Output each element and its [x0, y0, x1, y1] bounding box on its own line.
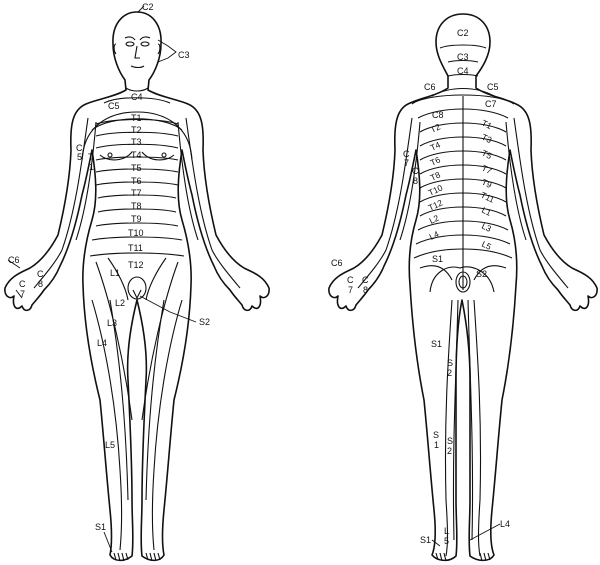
- front-label-t6: T6: [131, 176, 142, 186]
- back-label-l4: L4: [428, 229, 441, 242]
- front-face: [113, 36, 161, 69]
- back-label-l2: L2: [428, 213, 441, 226]
- front-label-t12: T12: [128, 260, 144, 270]
- front-label-l5: L5: [105, 440, 115, 450]
- back-label-s1-calf-bot: 1: [434, 440, 439, 450]
- back-label-l5: L5: [480, 239, 493, 252]
- back-label-s2: S2: [476, 269, 487, 279]
- front-label-t8: T8: [131, 201, 142, 211]
- back-figure: [328, 13, 598, 562]
- back-label-c7-arm-top: C: [403, 149, 410, 159]
- front-body-outline: [4, 11, 270, 562]
- front-label-l2: L2: [115, 298, 125, 308]
- front-label-s1: S1: [95, 522, 106, 532]
- back-label-s1-foot: S1: [420, 535, 431, 545]
- front-label-c6: C6: [8, 255, 20, 265]
- back-label-c3: C3: [457, 52, 469, 62]
- back-label-s1: S1: [432, 254, 443, 264]
- back-label-c6-hand: C6: [331, 258, 343, 268]
- front-label-t11: T11: [128, 243, 143, 253]
- front-label-t3: T3: [131, 137, 142, 147]
- front-label-t1: T1: [131, 113, 142, 123]
- front-label-s2: S2: [199, 317, 210, 327]
- back-label-c7-hand-top: C: [347, 275, 354, 285]
- front-label-c7-top: C: [19, 279, 26, 289]
- back-label-l3: L3: [480, 221, 493, 234]
- front-label-c5: C5: [108, 101, 120, 111]
- back-label-t1: T1: [480, 118, 493, 131]
- front-label-c2: C2: [142, 2, 154, 12]
- back-label-s2-leg-bot: 2: [447, 368, 452, 378]
- back-label-c8-arm-top: C: [412, 166, 419, 176]
- front-label-t9: T9: [131, 214, 142, 224]
- back-label-s2-calf-top: S: [447, 436, 453, 446]
- back-label-c2: C2: [457, 28, 469, 38]
- front-label-t10: T10: [128, 228, 144, 238]
- back-label-c6: C6: [424, 82, 436, 92]
- back-label-l1: L1: [480, 205, 493, 218]
- front-label-t2: T2: [131, 125, 142, 135]
- back-label-t4: T4: [429, 139, 442, 152]
- front-label-c4: C4: [131, 92, 143, 102]
- front-label-l3: L3: [107, 318, 117, 328]
- back-label-c8-hand-bot: 8: [363, 285, 368, 295]
- back-label-c7: C7: [485, 99, 497, 109]
- back-label-l5-foot-bot: 5: [444, 536, 449, 546]
- back-label-t9: T9: [480, 177, 493, 190]
- back-label-t2: T2: [429, 121, 442, 134]
- back-label-l4-foot: L4: [500, 519, 510, 529]
- front-label-t1-side-top: T: [88, 152, 94, 162]
- back-label-s1-leg: S1: [431, 339, 442, 349]
- back-label-t5: T5: [480, 148, 493, 161]
- back-label-c7-hand-bot: 7: [348, 285, 353, 295]
- back-label-l5-foot-top: L: [444, 526, 449, 536]
- front-label-c5-side-top: C: [76, 143, 83, 153]
- back-label-t3: T3: [480, 132, 493, 145]
- back-label-c8: C8: [432, 110, 444, 120]
- back-label-c7-arm-bot: 7: [404, 158, 409, 168]
- front-label-c8-top: C: [37, 269, 44, 279]
- back-label-s1-calf-top: S: [433, 430, 439, 440]
- front-label-t5: T5: [131, 163, 142, 173]
- front-label-c8-bot: 8: [38, 279, 43, 289]
- back-label-c8-hand-top: C: [362, 275, 369, 285]
- front-label-l1: L1: [110, 268, 120, 278]
- front-label-l4: L4: [97, 338, 107, 348]
- back-labels: C2 C3 C4 C5 C6 C7 C8 C 7 C 8 T1 T2 T3 T4…: [331, 28, 510, 546]
- back-label-s2-calf-bot: 2: [447, 446, 452, 456]
- front-label-c7-bot: 7: [20, 289, 25, 299]
- back-label-c8-arm-bot: 8: [413, 176, 418, 186]
- front-label-t1-side-bot: 1: [89, 162, 94, 172]
- back-label-c4: C4: [457, 66, 469, 76]
- back-label-t7: T7: [480, 163, 493, 176]
- front-label-c5-side-bot: 5: [77, 152, 82, 162]
- front-label-c3: C3: [178, 50, 190, 60]
- back-label-c5: C5: [487, 82, 499, 92]
- front-label-t7: T7: [131, 188, 142, 198]
- front-labels: C2 C3 C4 C5 C 5 T 1 T1 T2 T3 T4 T5 T6 T7…: [8, 2, 210, 532]
- front-label-t4: T4: [131, 150, 142, 160]
- back-label-t6: T6: [429, 154, 442, 167]
- front-figure: [4, 5, 270, 562]
- back-label-t8: T8: [429, 169, 442, 182]
- back-label-s2-leg-top: S: [447, 358, 453, 368]
